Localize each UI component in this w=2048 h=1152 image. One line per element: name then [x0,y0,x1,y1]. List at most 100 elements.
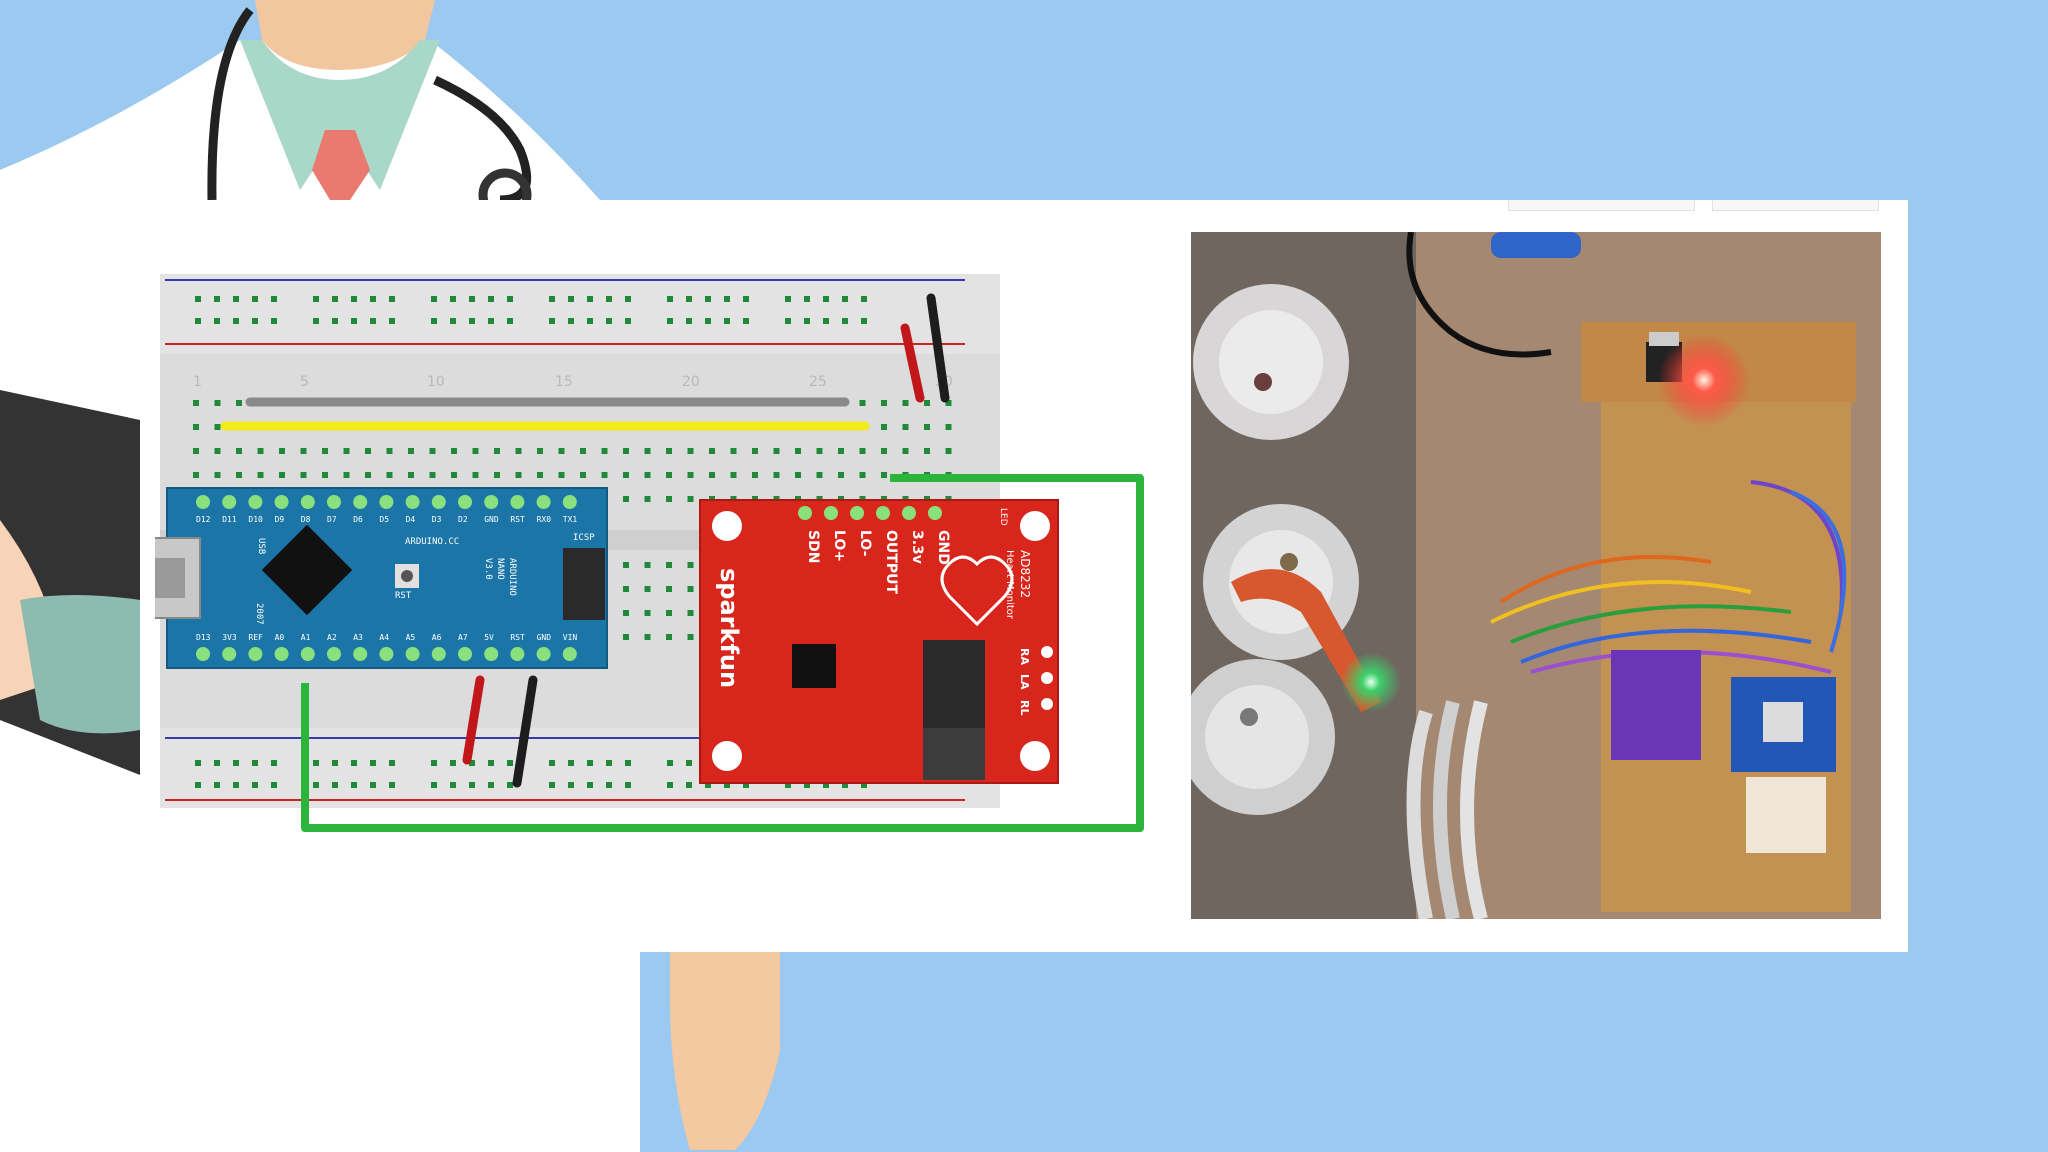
terminal-hole [257,448,264,454]
rail-hole [842,296,848,302]
nano-pin-bottom [405,647,420,661]
rail-hole [785,296,791,302]
terminal-hole [687,496,694,502]
rail-hole [861,296,867,302]
nano-pin-bottom [222,647,237,661]
rail-hole [195,782,201,788]
col-num-25: 25 [809,374,827,390]
terminal-hole [365,448,371,454]
terminal-hole [752,448,758,454]
rail-hole [743,318,749,324]
rail-hole [686,760,692,766]
black-wire-top [926,293,950,403]
terminal-hole [236,400,242,406]
terminal-hole [881,472,887,478]
terminal-hole [881,424,887,430]
rail-hole [351,782,357,788]
rail-hole [233,296,239,302]
terminal-hole [515,448,522,454]
nano-pin-label-top: RX0 [537,515,552,524]
sparkfun-brand: sparkfun [715,568,743,688]
sensor-pin-label: LO+ [831,530,847,562]
terminal-hole [859,448,866,454]
terminal-hole [623,448,629,454]
rail-hole [195,318,201,324]
terminal-hole [945,448,952,454]
electrode-label: LA [1018,674,1031,690]
rail-hole [507,760,513,766]
sensor-led-label: LED [998,508,1008,526]
rail-hole [233,318,239,324]
rail-hole [431,318,437,324]
rail-hole [332,296,338,302]
arduino-name-2: NANO [495,558,505,580]
rail-hole [469,296,475,302]
terminal-hole [795,448,801,454]
terminal-hole [924,448,930,454]
rail-hole [785,782,791,788]
terminal-hole [709,472,715,478]
rail-hole [450,318,456,324]
arduino-rst: RST [395,591,412,601]
rail-hole [568,318,574,324]
terminal-hole [322,472,328,478]
terminal-hole [257,472,264,478]
heart-icon [940,555,1014,627]
terminal-hole [687,610,694,616]
rail-hole [587,760,593,766]
terminal-hole [795,472,801,478]
sensor-subtitle: Heart Monitor [1004,550,1015,620]
rail-hole [214,760,220,766]
terminal-hole [687,586,694,592]
nano-pin-bottom [431,647,446,661]
terminal-hole [214,448,221,454]
rail-hole [313,318,319,324]
terminal-hole [279,472,285,478]
nano-pin-top [327,495,341,509]
rail-hole [389,782,395,788]
rail-hole [389,296,395,302]
rail-hole [469,318,475,324]
rail-hole [568,782,574,788]
rail-hole [549,760,555,766]
nano-pin-label-bottom: A6 [432,633,442,642]
terminal-hole [558,472,565,478]
rail-hole [252,760,258,766]
rail-hole [549,296,555,302]
terminal-hole [623,496,629,502]
rail-hole [705,782,711,788]
purple-module [1611,650,1701,760]
rail-hole [686,296,692,302]
nano-pin-label-top: D11 [222,515,237,524]
arduino-year: 2007 [254,603,264,625]
terminal-hole [924,400,930,406]
rail-hole [488,318,494,324]
terminal-hole [687,634,694,640]
rail-hole [389,760,395,766]
terminal-hole [365,472,371,478]
sensor-pin [798,506,812,520]
terminal-hole [193,400,199,406]
rail-hole [549,318,555,324]
nano-pin-bottom [379,647,394,661]
arduino-brand: ARDUINO.CC [405,537,459,547]
rail-hole [667,296,673,302]
rail-hole [431,760,437,766]
terminal-hole [816,472,823,478]
rail-hole [823,296,829,302]
rail-hole [625,318,631,324]
rail-hole [724,296,730,302]
nano-pin-top [379,495,394,509]
rail-hole [743,782,749,788]
rail-hole [823,318,829,324]
terminal-hole [580,448,586,454]
sensor-pin [876,506,890,520]
rail-hole [332,782,338,788]
rail-hole [606,782,612,788]
nano-pin-label-bottom: 5V [484,633,494,642]
rail-hole [195,760,201,766]
nano-pin-label-bottom: VIN [563,633,578,642]
terminal-hole [644,610,651,616]
rail-hole [625,782,631,788]
nano-pin-label-bottom: A4 [379,633,389,642]
